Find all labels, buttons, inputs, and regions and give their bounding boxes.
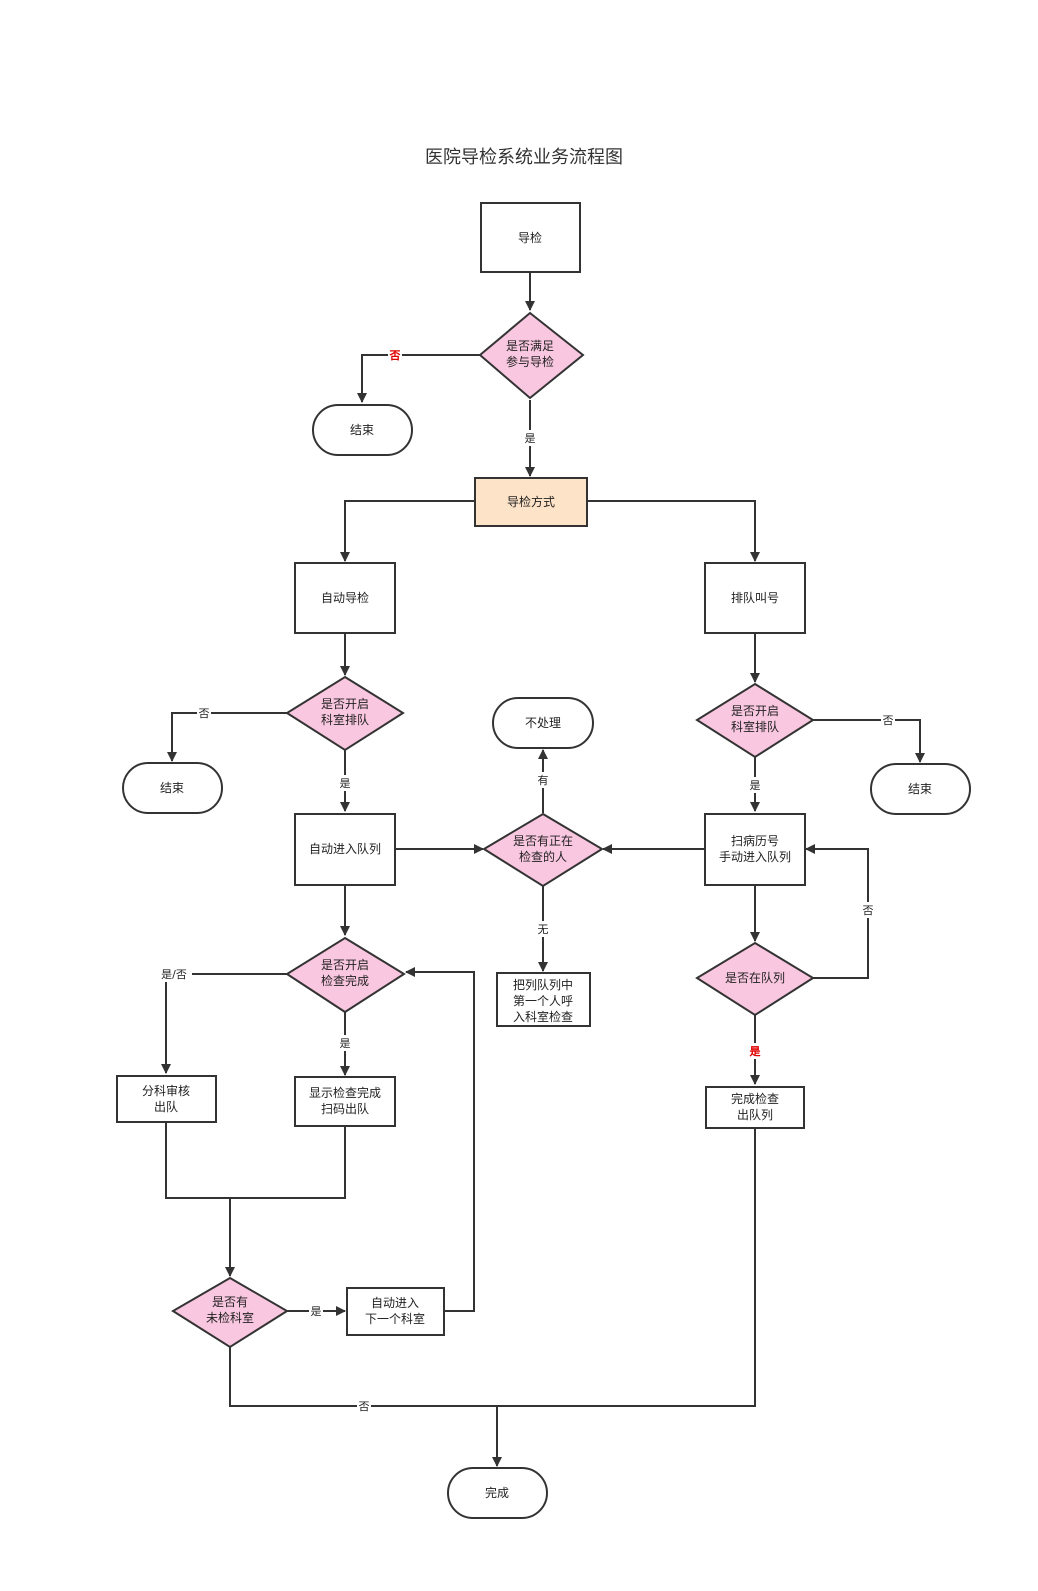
edges — [161, 272, 925, 1467]
label-unchecked-yes: 是 — [311, 1305, 322, 1318]
node-show-done-line1: 显示检查完成 — [309, 1085, 381, 1100]
edge-merge-bracket — [165, 1122, 346, 1199]
edge-inqueue-no — [805, 844, 869, 979]
node-scan-enter-line2: 手动进入队列 — [719, 849, 791, 864]
nodes: 导检 是否满足 参与导检 结束 导检方式 自动导检 排队叫号 — [116, 202, 971, 1519]
edge-checkdone-yesno — [161, 973, 287, 1074]
node-auto-next: 自动进入 下一个科室 — [346, 1287, 445, 1336]
label-autoqueue-yes: 是 — [340, 777, 351, 790]
node-end-3: 结束 — [870, 763, 971, 815]
edge-method-to-auto — [340, 500, 475, 562]
node-dept-review-line1: 分科审核 — [142, 1083, 190, 1098]
node-checking-line2: 检查的人 — [519, 849, 567, 864]
node-finish-exit-line1: 完成检查 — [731, 1091, 779, 1106]
node-scan-enter-line1: 扫病历号 — [731, 833, 779, 848]
node-complete-label: 完成 — [485, 1485, 509, 1500]
node-auto-queue-decision: 是否开启 科室排队 — [285, 675, 405, 752]
label-unchecked-no: 否 — [359, 1400, 370, 1413]
node-checking-decision: 是否有正在 检查的人 — [482, 812, 604, 888]
node-unchecked-line1: 是否有 — [212, 1295, 248, 1309]
node-end-1: 结束 — [312, 404, 413, 456]
node-qualify-line1: 是否满足 — [506, 339, 554, 353]
edge-callqueue-no — [813, 719, 925, 763]
label-qualify-yes: 是 — [525, 432, 536, 445]
node-call-first: 把列队列中 第一个人呼 入科室检查 — [496, 972, 591, 1027]
node-end-3-label: 结束 — [908, 782, 932, 796]
node-auto-enter: 自动进入队列 — [294, 813, 396, 886]
node-auto-next-line2: 下一个科室 — [365, 1311, 425, 1326]
node-call-first-line2: 第一个人呼 — [513, 994, 573, 1008]
node-no-process: 不处理 — [492, 697, 594, 749]
node-start-label: 导检 — [518, 230, 542, 245]
label-checking-yes: 有 — [538, 773, 549, 787]
edge-qualify-no — [357, 354, 480, 403]
label-checking-no: 无 — [538, 923, 549, 936]
node-dept-review: 分科审核 出队 — [116, 1075, 217, 1123]
node-no-process-label: 不处理 — [525, 716, 561, 730]
node-method: 导检方式 — [474, 477, 588, 527]
node-unchecked-decision: 是否有 未检科室 — [171, 1276, 289, 1349]
node-scan-enter: 扫病历号 手动进入队列 — [704, 813, 806, 886]
edge-finish-line — [497, 1128, 756, 1407]
node-end-2: 结束 — [122, 762, 223, 814]
node-call-queue-line1: 是否开启 — [731, 704, 779, 718]
node-finish-exit: 完成检查 出队列 — [705, 1086, 805, 1129]
node-in-queue-decision: 是否在队列 — [695, 941, 815, 1017]
node-checking-line1: 是否有正在 — [513, 834, 573, 848]
node-auto-guide-label: 自动导检 — [321, 590, 369, 605]
label-inqueue-no: 否 — [863, 904, 874, 917]
node-queue-call-label: 排队叫号 — [731, 590, 779, 605]
node-auto-next-line1: 自动进入 — [371, 1296, 419, 1310]
node-auto-queue-line2: 科室排队 — [321, 712, 369, 727]
node-auto-enter-label: 自动进入队列 — [309, 841, 381, 856]
node-finish-exit-line2: 出队列 — [737, 1107, 773, 1122]
node-dept-review-line2: 出队 — [154, 1099, 178, 1114]
edge-autonext-loop — [405, 967, 475, 1312]
node-check-done-decision: 是否开启 检查完成 — [285, 936, 406, 1014]
node-in-queue-label: 是否在队列 — [725, 970, 785, 985]
node-queue-call: 排队叫号 — [704, 562, 806, 634]
label-callqueue-no: 否 — [883, 714, 894, 727]
label-checkdone-yesno: 是/否 — [161, 968, 187, 981]
node-complete: 完成 — [447, 1467, 548, 1519]
label-autoqueue-no: 否 — [199, 707, 210, 720]
node-auto-guide: 自动导检 — [294, 562, 396, 634]
node-show-done: 显示检查完成 扫码出队 — [294, 1076, 396, 1127]
node-call-queue-decision: 是否开启 科室排队 — [695, 682, 815, 759]
label-callqueue-yes: 是 — [750, 779, 761, 792]
label-qualify-no: 否 — [389, 349, 401, 362]
node-call-first-line3: 入科室检查 — [513, 1009, 573, 1024]
node-end-2-label: 结束 — [160, 781, 184, 795]
node-check-done-line2: 检查完成 — [321, 973, 369, 988]
node-call-first-line1: 把列队列中 — [513, 977, 573, 992]
node-call-queue-line2: 科室排队 — [731, 719, 779, 734]
node-method-label: 导检方式 — [507, 494, 555, 509]
node-start: 导检 — [480, 202, 581, 273]
edge-unchecked-no-line — [229, 1347, 497, 1407]
label-checkdone-yes: 是 — [340, 1037, 351, 1050]
node-qualify-line2: 参与导检 — [506, 354, 554, 369]
diagram-title: 医院导检系统业务流程图 — [425, 147, 623, 168]
edge-labels: 否 是 否 是 否 是 有 无 是/否 是 否 是 是 否 — [156, 347, 895, 1414]
edge-autoqueue-no — [167, 712, 287, 762]
label-inqueue-yes: 是 — [749, 1045, 762, 1058]
node-auto-queue-line1: 是否开启 — [321, 697, 369, 711]
node-unchecked-line2: 未检科室 — [206, 1310, 254, 1325]
node-end-1-label: 结束 — [350, 423, 374, 437]
node-show-done-line2: 扫码出队 — [321, 1101, 369, 1116]
node-qualify-decision: 是否满足 参与导检 — [478, 311, 585, 400]
node-check-done-line1: 是否开启 — [321, 958, 369, 972]
edge-method-to-queue — [587, 500, 760, 562]
